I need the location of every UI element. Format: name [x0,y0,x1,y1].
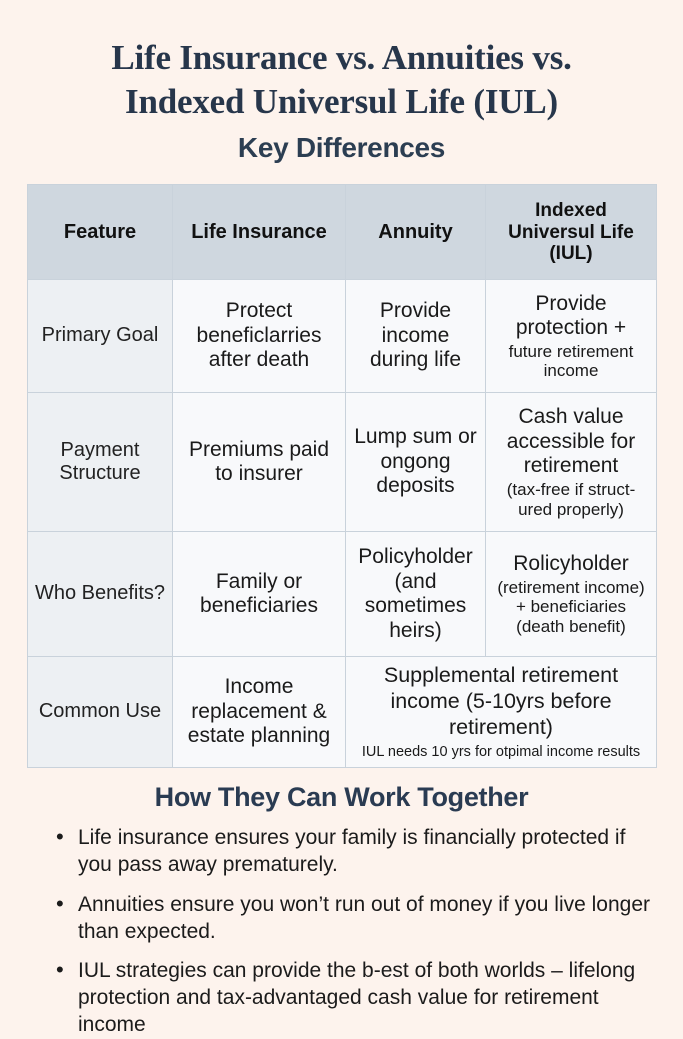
cell-who-benefits-life: Family or beneficiaries [172,531,346,658]
cell-payment-structure-iul-main: Cash value accessible for retirement [506,405,636,478]
section-heading-how-they-work-together: How They Can Work Together [154,781,529,812]
cell-payment-structure-annuity: Lump sum or ongong deposits [345,392,486,533]
list-item: Annuities ensure you won’t run out of mo… [52,890,653,946]
cell-primary-goal-annuity: Provide income during life [345,279,486,394]
cell-who-benefits-iul-main: Rolicyholder [513,552,629,576]
comparison-table: Feature Life Insurance Annuity Indexed U… [27,184,657,768]
row-label-payment-structure: Payment Structure [27,392,173,533]
cell-common-use-life: Income replacement & estate planning [172,656,346,768]
column-header-annuity: Annuity [345,184,486,281]
row-label-who-benefits: Who Benefits? [27,531,173,658]
cell-payment-structure-life: Premiums paid to insurer [172,392,346,533]
cell-who-benefits-iul-sub: (retirement income) + beneficiaries (dea… [497,577,645,636]
table-header: Feature Life Insurance Annuity Indexed U… [27,184,657,281]
benefits-list: Life insurance ensures your family is fi… [30,823,653,1039]
table-row: Primary Goal Protect beneficlarries afte… [27,279,657,394]
table-header-row: Feature Life Insurance Annuity Indexed U… [27,184,657,281]
cell-common-use-merged-main: Supplemental retirement income (5-10yrs … [383,663,619,739]
list-item: IUL strategies can provide the b-est of … [52,956,653,1039]
page-title: Life Insurance vs. Annuities vs. Indexed… [30,36,653,124]
work-together-section: How They Can Work Together Life insuranc… [0,782,683,1039]
column-header-iul: Indexed Universul Life (IUL) [485,184,657,281]
table-row: Who Benefits? Family or beneficiaries Po… [27,531,657,658]
row-label-common-use: Common Use [27,656,173,768]
row-label-primary-goal: Primary Goal [27,279,173,394]
column-header-feature: Feature [27,184,173,281]
cell-who-benefits-iul: Rolicyholder (retirement income) + benef… [485,531,657,658]
cell-primary-goal-iul: Provide protection + future retirement i… [485,279,657,394]
cell-primary-goal-life: Protect beneficlarries after death [172,279,346,394]
column-header-life-insurance: Life Insurance [172,184,346,281]
cell-common-use-merged-note: IUL needs 10 yrs for otpimal income resu… [361,743,641,760]
list-item: Life insurance ensures your family is fi… [52,823,653,879]
infographic-header: Life Insurance vs. Annuities vs. Indexed… [0,0,683,164]
table-row: Common Use Income replacement & estate p… [27,656,657,768]
page-title-line-1: Life Insurance vs. Annuities vs. [111,38,572,77]
comparison-table-container: Feature Life Insurance Annuity Indexed U… [27,184,657,768]
table-body: Primary Goal Protect beneficlarries afte… [27,279,657,768]
cell-who-benefits-annuity: Policyholder (and sometimes heirs) [345,531,486,658]
cell-primary-goal-iul-main: Provide protection + [515,291,627,340]
page-title-line-2: Indexed Universul Life (IUL) [125,82,558,122]
page-subtitle: Key Differences [237,132,446,164]
table-row: Payment Structure Premiums paid to insur… [27,392,657,533]
cell-primary-goal-iul-sub: future retirement income [508,341,634,381]
cell-payment-structure-iul: Cash value accessible for retirement (ta… [485,392,657,533]
cell-common-use-annuity-iul-merged: Supplemental retirement income (5-10yrs … [345,656,657,768]
cell-payment-structure-iul-sub: (tax-free if struct-ured properly) [506,479,636,519]
